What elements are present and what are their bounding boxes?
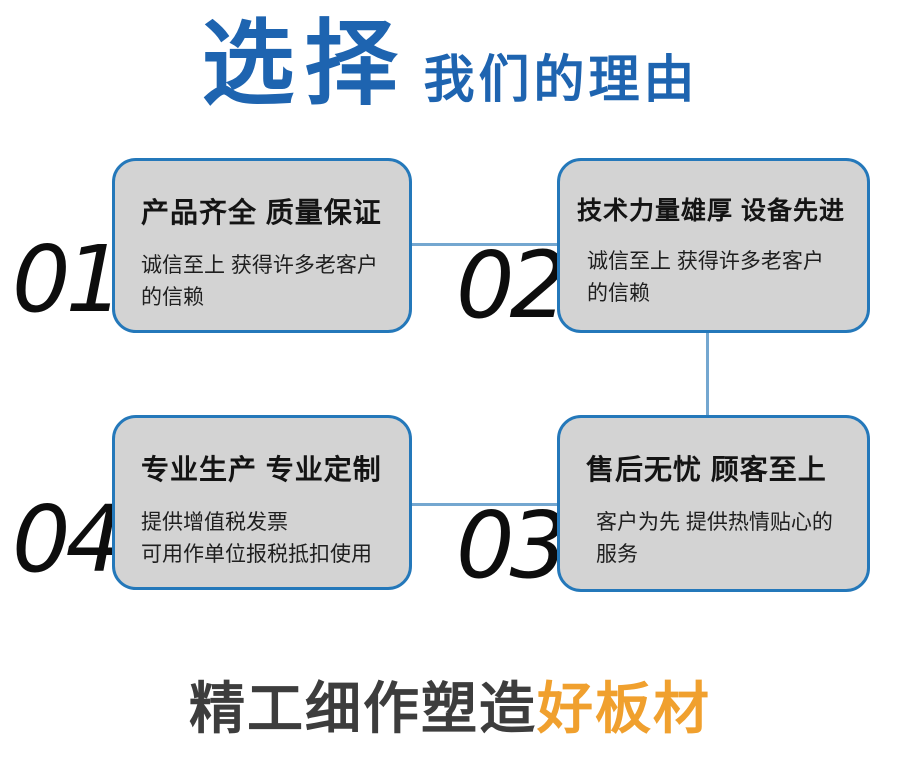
- card-description: 客户为先 提供热情贴心的 服务: [596, 511, 833, 566]
- slogan-text: 精工细作塑造: [189, 677, 537, 740]
- feature-card-02: 技术力量雄厚 设备先进 诚信至上 获得许多老客户 的信赖: [557, 158, 870, 333]
- card-number-02: 02: [456, 232, 568, 339]
- card-number-01: 01: [12, 226, 124, 333]
- feature-card-03: 售后无忧 顾客至上 客户为先 提供热情贴心的 服务: [557, 415, 870, 592]
- card-title: 售后无忧 顾客至上: [586, 454, 827, 485]
- card-description: 诚信至上 获得许多老客户 的信赖: [587, 250, 824, 305]
- page-title: 选择 我们的理由: [0, 12, 900, 116]
- slogan: 精工细作塑造好板材: [0, 678, 900, 740]
- card-description: 提供增值税发票 可用作单位报税抵扣使用: [141, 511, 372, 566]
- card-number-04: 04: [12, 486, 124, 593]
- connector-line-card2-card3: [706, 333, 709, 415]
- page-title-sub: 我们的理由: [423, 50, 699, 108]
- card-title: 产品齐全 质量保证: [141, 197, 382, 228]
- card-number-03: 03: [456, 492, 568, 599]
- card-description: 诚信至上 获得许多老客户 的信赖: [141, 254, 378, 309]
- card-title: 专业生产 专业定制: [141, 454, 382, 485]
- feature-card-01: 产品齐全 质量保证 诚信至上 获得许多老客户 的信赖: [112, 158, 412, 333]
- feature-card-04: 专业生产 专业定制 提供增值税发票 可用作单位报税抵扣使用: [112, 415, 412, 590]
- connector-line-card4-card3: [412, 503, 557, 506]
- connector-line-card1-card2: [412, 243, 557, 246]
- slogan-highlight: 好板材: [537, 677, 711, 740]
- card-title: 技术力量雄厚 设备先进: [577, 197, 845, 225]
- page-title-main: 选择: [201, 12, 408, 116]
